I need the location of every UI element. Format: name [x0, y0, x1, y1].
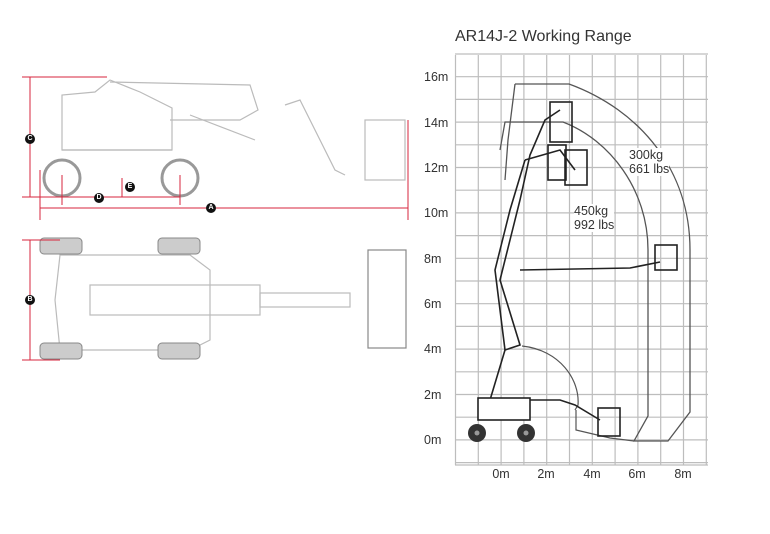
range-grid	[454, 53, 708, 466]
y-tick-label: 2m	[424, 388, 442, 402]
lift-poses	[477, 101, 678, 437]
capacity-kg: 450kg	[574, 204, 609, 218]
capacity-kg: 300kg	[629, 148, 664, 162]
dimension-marker-b: B	[25, 295, 35, 305]
dimension-marker-c: C	[25, 134, 35, 144]
working-envelope-left	[504, 83, 516, 181]
y-tick-label: 10m	[424, 206, 449, 220]
y-tick-label: 6m	[424, 297, 442, 311]
y-tick-label: 14m	[424, 116, 449, 130]
capacity-lbs: 992 lbs	[574, 218, 615, 232]
x-tick-label: 6m	[628, 467, 646, 481]
top-view-drawing	[54, 249, 407, 351]
working-envelope-outer	[499, 83, 691, 442]
y-tick-label: 4m	[424, 342, 442, 356]
inner-reach-arc	[521, 345, 579, 411]
y-tick-label: 8m	[424, 252, 442, 266]
dimension-marker-d: D	[94, 193, 104, 203]
x-tick-label: 2m	[537, 467, 555, 481]
x-tick-label: 0m	[492, 467, 510, 481]
chart-title: AR14J-2 Working Range	[455, 28, 632, 45]
y-tick-label: 16m	[424, 70, 449, 84]
x-tick-label: 8m	[674, 467, 692, 481]
dimension-lines	[22, 76, 409, 361]
capacity-lbs: 661 lbs	[629, 162, 670, 176]
y-tick-label: 12m	[424, 161, 449, 175]
dimension-marker-e: E	[125, 182, 135, 192]
x-tick-label: 4m	[583, 467, 601, 481]
lower-reach-line	[575, 410, 635, 442]
dimension-marker-a: A	[206, 203, 216, 213]
tire-icon	[39, 237, 201, 360]
capacity-450-label: 450kg 992 lbs	[574, 204, 615, 232]
capacity-300-label: 300kg 661 lbs	[629, 148, 670, 176]
y-tick-label: 0m	[424, 433, 442, 447]
side-view-drawing	[61, 79, 406, 181]
